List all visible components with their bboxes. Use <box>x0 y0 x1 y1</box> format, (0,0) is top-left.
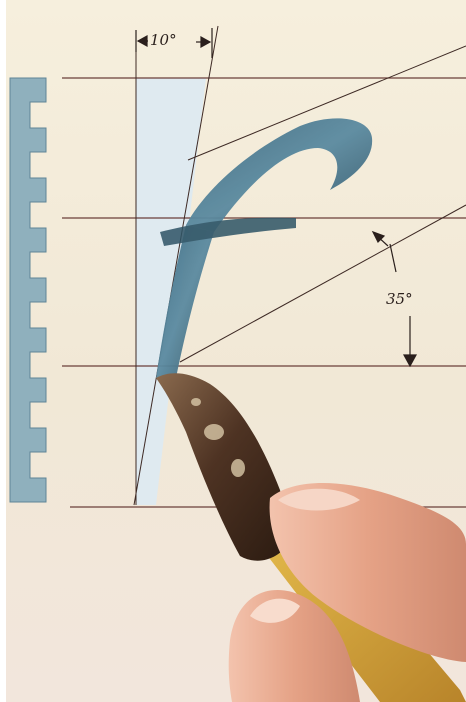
angle-35-label: 35° <box>386 290 413 308</box>
nib-width-ladder <box>10 78 46 502</box>
angle-10-label: 10° <box>150 31 177 49</box>
